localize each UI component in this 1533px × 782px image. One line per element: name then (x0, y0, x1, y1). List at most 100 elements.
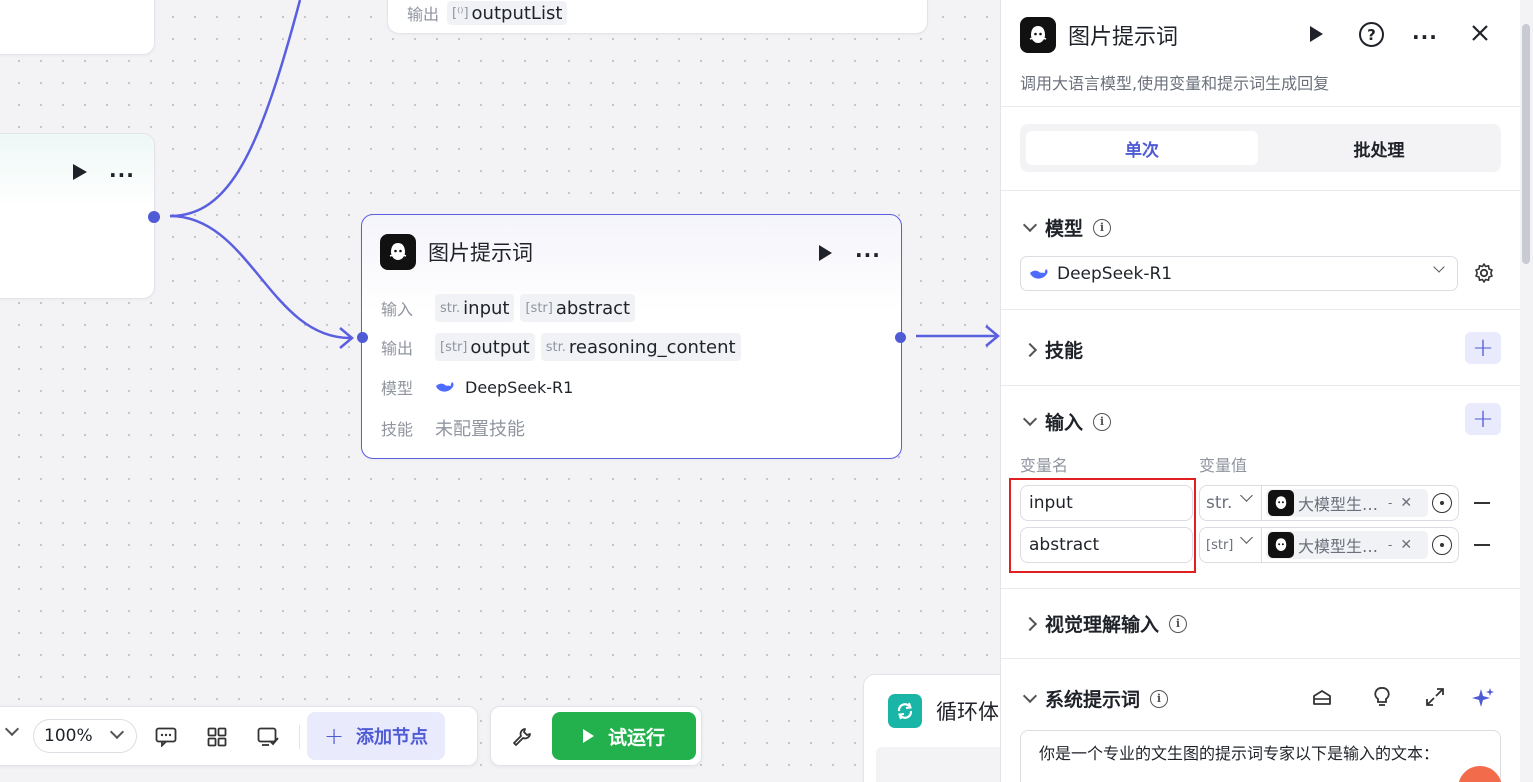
plus-icon: + (1472, 333, 1494, 363)
chevron-down-icon (1022, 688, 1038, 704)
run-node-button[interactable] (1310, 26, 1323, 42)
type-value: str. (1206, 493, 1233, 513)
output-var-name: output (470, 336, 530, 358)
type-icon: [str] (525, 300, 553, 316)
remove-row-icon[interactable] (1474, 544, 1490, 546)
test-run-button[interactable]: 试运行 (552, 712, 696, 760)
top-node[interactable]: 输出 [⁽⁾] outputList (387, 0, 928, 34)
output-label: 输出 (407, 5, 440, 24)
tab-label: 单次 (1125, 140, 1159, 161)
info-icon[interactable]: i (1150, 689, 1169, 708)
node-input-row: 输入 str.input [str]abstract (381, 294, 636, 322)
var-name-input[interactable]: input (1020, 485, 1193, 521)
info-icon[interactable]: i (1093, 218, 1112, 237)
divider (1001, 309, 1520, 310)
gear-icon[interactable] (1473, 262, 1495, 288)
input-label: 输入 (381, 300, 414, 319)
play-icon (582, 729, 594, 743)
layout-icon[interactable] (207, 727, 227, 751)
expand-icon[interactable] (1424, 686, 1446, 712)
system-prompt-text: 你是一个专业的文生图的提示词专家以下是输入的文本： (1039, 744, 1440, 763)
model-select[interactable]: DeepSeek-R1 (1020, 256, 1458, 291)
add-node-label: 添加节点 (356, 727, 429, 748)
llm-node-title: 图片提示词 (428, 241, 533, 265)
system-prompt-editor[interactable]: 你是一个专业的文生图的提示词专家以下是输入的文本： (1020, 730, 1501, 782)
upstream-node[interactable]: ··· (0, 133, 155, 299)
input-var-name: input (463, 297, 510, 319)
divider (1001, 588, 1520, 589)
tab-batch[interactable]: 批处理 (1263, 131, 1495, 165)
edge-arrowhead (339, 327, 354, 349)
input-tag: str.input (435, 294, 515, 322)
run-node-button[interactable] (819, 245, 832, 261)
input-section-header[interactable]: 输入 i (1022, 408, 1112, 435)
reference-chip[interactable]: 大模型生… - ✕ (1266, 489, 1428, 517)
plus-icon: + (323, 722, 345, 750)
var-value-field: str. 大模型生… - ✕ (1199, 485, 1459, 521)
deepseek-icon (436, 382, 454, 392)
llm-node-input-handle[interactable] (357, 332, 368, 343)
chevron-right-icon (1022, 616, 1038, 631)
section-title: 技能 (1045, 340, 1084, 362)
more-icon[interactable]: ··· (855, 243, 881, 267)
canvas-toolbar: 100% + 添加节点 (0, 706, 478, 766)
llm-node[interactable]: 图片提示词 ··· 输入 str.input [str]abstract 输出 … (361, 214, 902, 459)
type-select[interactable]: str. (1200, 486, 1262, 520)
zoom-select[interactable]: 100% (33, 719, 137, 753)
loop-node-title: 循环体 (936, 700, 999, 724)
upstream-node-output-handle[interactable] (148, 211, 160, 223)
info-icon[interactable]: i (1093, 412, 1112, 431)
sparkle-icon[interactable] (1471, 686, 1495, 714)
add-input-button[interactable]: + (1465, 403, 1501, 435)
comment-icon[interactable] (155, 727, 177, 751)
output-var-name: outputList (471, 2, 563, 24)
mode-tabs: 单次 批处理 (1020, 124, 1501, 172)
info-icon[interactable]: i (1169, 614, 1188, 633)
close-icon[interactable] (1469, 22, 1491, 48)
system-prompt-section-header[interactable]: 系统提示词 i (1022, 685, 1169, 712)
chevron-down-icon (1240, 489, 1253, 502)
wrench-icon[interactable] (511, 726, 533, 752)
add-skill-button[interactable]: + (1465, 332, 1501, 364)
skill-label: 技能 (381, 420, 414, 439)
run-node-button[interactable] (73, 164, 87, 180)
reference-suffix: - (1388, 496, 1393, 510)
close-icon[interactable]: ✕ (1400, 495, 1413, 511)
llm-node-output-handle[interactable] (895, 332, 906, 343)
remove-row-icon[interactable] (1474, 502, 1490, 504)
node-model-row: 模型 DeepSeek-R1 (381, 375, 573, 399)
add-node-button[interactable]: + 添加节点 (307, 712, 445, 760)
play-icon (1310, 26, 1323, 42)
divider (1001, 106, 1520, 107)
lightbulb-icon[interactable] (1371, 686, 1393, 712)
skills-section-header[interactable]: 技能 (1022, 336, 1084, 363)
type-select[interactable]: [str] (1200, 528, 1262, 562)
chevron-down-icon[interactable] (4, 721, 20, 737)
zoom-value: 100% (44, 726, 93, 746)
tab-single[interactable]: 单次 (1026, 131, 1258, 165)
divider (1001, 385, 1520, 386)
prompt-library-icon[interactable] (1311, 687, 1333, 713)
col-var-value: 变量值 (1199, 456, 1248, 475)
check-screen-icon[interactable] (257, 727, 279, 751)
vision-section-header[interactable]: 视觉理解输入 i (1022, 610, 1188, 637)
floating-avatar[interactable] (1458, 766, 1502, 782)
more-icon[interactable]: ··· (109, 163, 135, 187)
var-name-input[interactable]: abstract (1020, 527, 1193, 563)
edge-to-llm-node (169, 214, 351, 340)
variable-picker-icon[interactable] (1432, 493, 1452, 513)
close-icon[interactable]: ✕ (1400, 537, 1413, 553)
play-icon (819, 245, 832, 261)
variable-picker-icon[interactable] (1432, 535, 1452, 555)
skill-value: 未配置技能 (435, 419, 525, 440)
section-title: 模型 (1045, 218, 1084, 240)
panel-scrollbar[interactable] (1522, 24, 1530, 264)
help-icon[interactable]: ? (1359, 22, 1384, 47)
reference-chip[interactable]: 大模型生… - ✕ (1266, 531, 1428, 559)
test-run-label: 试运行 (607, 726, 665, 749)
more-icon[interactable]: ··· (1412, 25, 1438, 49)
chevron-down-icon (1022, 411, 1038, 427)
chevron-down-icon (109, 724, 125, 740)
model-section-header[interactable]: 模型 i (1022, 214, 1112, 241)
upstream-node-top[interactable] (0, 0, 155, 55)
